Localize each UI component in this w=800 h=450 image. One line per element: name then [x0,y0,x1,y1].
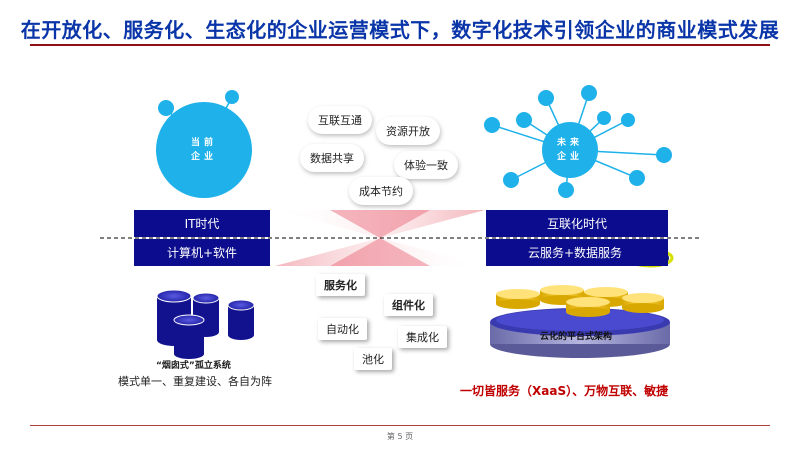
tag-automation: 自动化 [318,318,367,340]
benefit-cloud: 体验一致 [394,151,458,179]
hub-text-line: 未来 [556,138,583,148]
future-enterprise-hub [542,122,598,178]
silo-system-label: “烟囱式”孤立系统 [156,361,231,371]
xaas-slogan: 一切皆服务（XaaS）、万物互联、敏捷 [460,384,669,398]
silo-database-cylinders [156,289,255,359]
node-circle [225,90,239,104]
cloud-data-service-bar: 云服务+数据服务 [486,239,668,266]
hub-text-line: 当前 [190,138,217,148]
page-number: 第 5 页 [386,432,414,441]
future-enterprise-network [484,85,672,198]
current-enterprise-network [156,90,252,198]
internet-era-bar: 互联化时代 [486,210,668,237]
silo-system-description: 模式单一、重复建设、各自为阵 [118,375,272,388]
title-divider [30,44,770,46]
it-era-bar: IT时代 [134,210,270,237]
storage-disks [496,285,664,317]
computer-software-bar: 计算机+软件 [134,239,270,266]
current-enterprise-label: 当前 企业 [180,136,228,164]
transition-funnel [275,210,485,266]
platform-architecture-label: 云化的平台式架构 [540,332,613,342]
benefit-cloud: 资源开放 [376,117,440,145]
benefit-cloud: 数据共享 [300,144,364,172]
tag-component: 组件化 [384,294,433,316]
page-title: 在开放化、服务化、生态化的企业运营模式下，数字化技术引领企业的商业模式发展 [20,18,780,42]
tag-service: 服务化 [316,274,365,296]
footer-divider [30,425,770,426]
node-circle [158,100,174,116]
benefit-cloud: 互联互通 [308,106,372,134]
benefit-cloud: 成本节约 [349,177,413,205]
hub-text-line: 企业 [556,152,583,162]
cloud-platform-stack [490,285,670,358]
hub-text-line: 企业 [190,152,217,162]
tag-integration: 集成化 [398,326,447,348]
current-enterprise-hub [156,102,252,198]
tag-pooling: 池化 [354,348,392,370]
future-enterprise-label: 未来 企业 [546,136,594,164]
